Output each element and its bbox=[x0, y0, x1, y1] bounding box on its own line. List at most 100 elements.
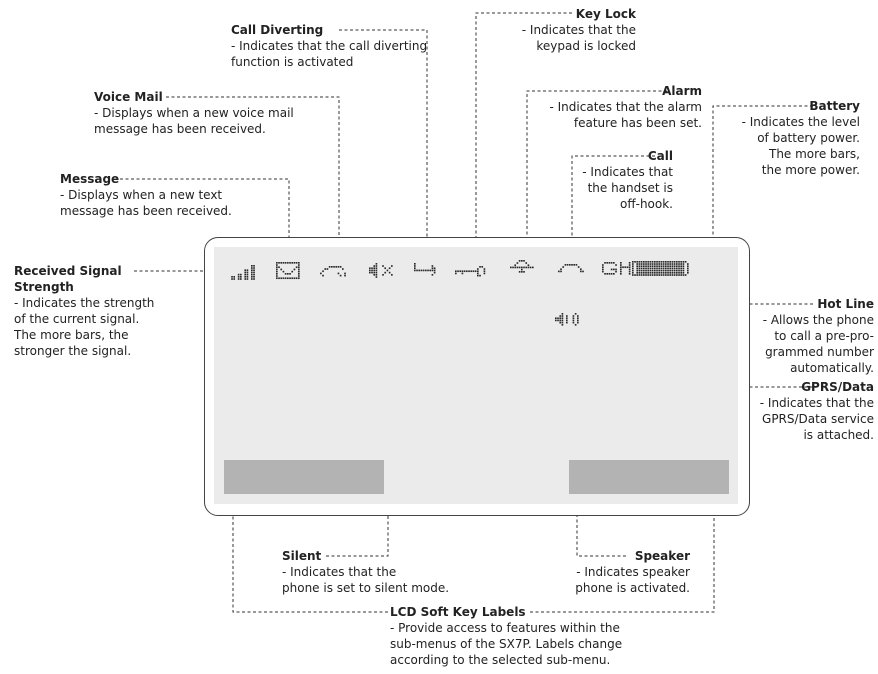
icon-dot bbox=[558, 270, 560, 273]
icon-dot bbox=[636, 263, 639, 265]
icon-dot bbox=[643, 267, 645, 270]
icon-dot bbox=[671, 261, 674, 263]
right-soft-key-label[interactable] bbox=[569, 460, 729, 494]
icon-dot bbox=[647, 267, 650, 270]
icon-dot bbox=[477, 270, 479, 273]
key-lock-icon bbox=[455, 266, 486, 277]
icon-dot bbox=[555, 319, 557, 322]
left-soft-key-label[interactable] bbox=[224, 460, 384, 494]
icon-dot bbox=[331, 266, 333, 268]
icon-dot bbox=[291, 270, 294, 273]
icon-dot bbox=[610, 268, 613, 271]
icon-dot bbox=[420, 269, 423, 272]
icon-dot bbox=[620, 268, 622, 271]
icon-dot bbox=[647, 263, 650, 265]
icon-dot bbox=[416, 269, 418, 272]
icon-dot bbox=[251, 265, 253, 267]
icon-dot bbox=[512, 266, 514, 269]
icon-dot bbox=[418, 269, 421, 272]
icon-dot bbox=[602, 264, 604, 266]
icon-dot bbox=[371, 269, 373, 272]
label-title: Voice Mail bbox=[94, 90, 163, 104]
icon-dot bbox=[640, 261, 643, 263]
icon-dot bbox=[521, 271, 523, 273]
icon-dot bbox=[246, 276, 249, 278]
icon-dot bbox=[477, 272, 479, 275]
icon-dot bbox=[431, 269, 434, 272]
icon-dot bbox=[682, 267, 685, 270]
icon-dot bbox=[477, 274, 479, 277]
icon-dot bbox=[613, 268, 615, 271]
icon-dot bbox=[680, 263, 683, 265]
icon-dot bbox=[645, 265, 647, 268]
icon-dot bbox=[580, 268, 582, 271]
hot-line-icon bbox=[620, 262, 631, 275]
label-title: Call Diverting bbox=[231, 23, 324, 37]
icon-dot bbox=[479, 266, 481, 268]
icon-dot bbox=[673, 269, 676, 272]
icon-dot bbox=[676, 272, 678, 274]
icon-dot bbox=[276, 275, 278, 277]
icon-dot bbox=[391, 265, 393, 267]
icon-dot bbox=[651, 261, 654, 263]
label-key-lock: Key Lock - Indicates that the keypad is … bbox=[478, 6, 636, 54]
icon-dot bbox=[282, 277, 285, 280]
icon-dot bbox=[244, 269, 247, 272]
icon-dot bbox=[514, 264, 517, 267]
icon-dot bbox=[466, 270, 468, 273]
icon-dot bbox=[337, 272, 340, 275]
icon-dot bbox=[422, 269, 425, 272]
icon-dot bbox=[613, 273, 615, 275]
icon-dot bbox=[276, 264, 278, 266]
icon-dot bbox=[658, 272, 661, 274]
icon-dot bbox=[662, 265, 665, 268]
icon-dot bbox=[514, 266, 517, 269]
leader-lcd-left bbox=[232, 494, 388, 613]
icon-dot bbox=[628, 268, 631, 271]
label-speaker: Speaker - Indicates speaker phone is act… bbox=[540, 548, 690, 596]
icon-dot bbox=[253, 271, 255, 274]
icon-dot bbox=[678, 265, 680, 268]
icon-dot bbox=[577, 321, 579, 324]
icon-dot bbox=[289, 262, 291, 264]
icon-dot bbox=[287, 262, 289, 264]
icon-dot bbox=[562, 266, 565, 268]
icon-dot bbox=[665, 263, 667, 265]
icon-dot bbox=[375, 263, 378, 265]
icon-dot bbox=[604, 273, 606, 275]
icon-dot bbox=[577, 319, 579, 322]
icon-dot bbox=[566, 319, 568, 322]
icon-dot bbox=[656, 267, 658, 270]
icon-dot bbox=[559, 317, 562, 320]
icon-dot bbox=[246, 273, 249, 276]
icon-dot bbox=[662, 274, 665, 276]
icon-dot bbox=[643, 261, 645, 263]
icon-dot bbox=[608, 273, 611, 275]
icon-dot bbox=[684, 261, 687, 263]
icon-dot bbox=[676, 263, 678, 265]
icon-dot bbox=[574, 313, 577, 315]
icon-dot bbox=[561, 324, 564, 326]
icon-dot bbox=[369, 267, 371, 270]
icon-dot bbox=[483, 268, 486, 270]
icon-dot bbox=[577, 266, 580, 268]
icon-dot bbox=[676, 269, 678, 272]
icon-dot bbox=[369, 271, 371, 274]
icon-dot bbox=[371, 271, 373, 274]
icon-dot bbox=[610, 273, 613, 275]
icon-dot bbox=[678, 274, 680, 276]
icon-dot bbox=[298, 273, 300, 275]
icon-dot bbox=[463, 270, 466, 273]
icon-dot bbox=[636, 269, 639, 272]
icon-dot bbox=[676, 274, 678, 276]
icon-dot bbox=[604, 262, 606, 264]
icon-dot bbox=[293, 262, 296, 264]
icon-dot bbox=[656, 269, 658, 272]
icon-dot bbox=[662, 267, 665, 270]
icon-dot bbox=[326, 268, 329, 270]
icon-dot bbox=[246, 271, 249, 274]
icon-dot bbox=[645, 274, 647, 276]
icon-dot bbox=[231, 278, 233, 280]
icon-dot bbox=[660, 269, 663, 272]
icon-dot bbox=[687, 269, 689, 272]
